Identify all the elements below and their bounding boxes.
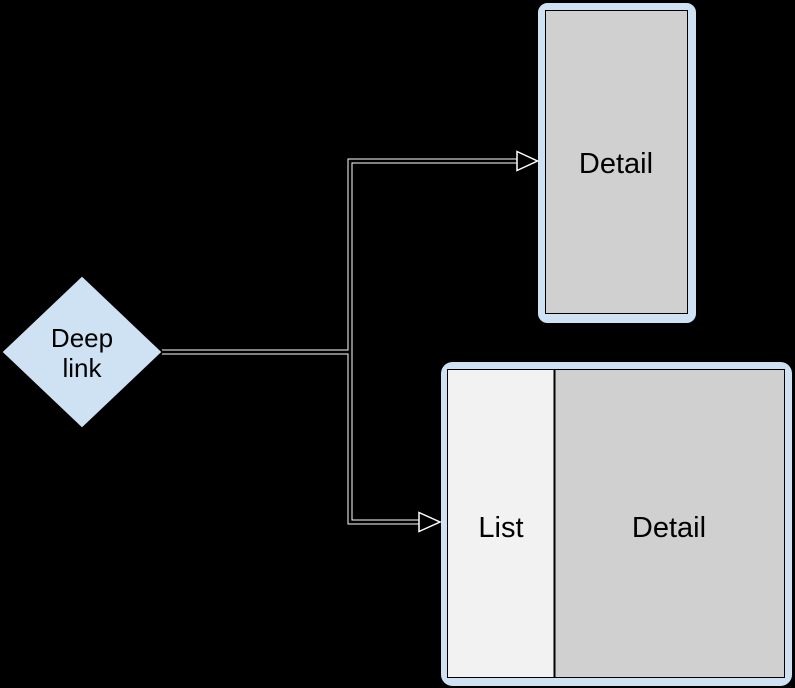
deep-link-label-line1: Deep — [51, 323, 113, 353]
arrowhead-to-detail-icon — [516, 150, 540, 172]
detail-panel-label: Detail — [632, 512, 706, 544]
connectors — [162, 150, 540, 533]
deep-link-node — [1, 275, 163, 429]
list-detail-screen-outline — [447, 369, 785, 678]
deep-link-label-line2: link — [62, 353, 102, 383]
detail-screen-surface — [545, 10, 688, 314]
connector-cores — [162, 159, 518, 524]
detail-panel — [554, 369, 785, 678]
connector-to-detail-core — [348, 159, 518, 352]
list-panel-label: List — [478, 512, 523, 544]
arrowhead-to-list-detail-icon — [418, 511, 442, 533]
list-panel — [447, 369, 555, 678]
list-detail-screen-node — [440, 361, 793, 687]
detail-screen-node — [537, 2, 697, 324]
connector-to-list-detail-core — [348, 352, 420, 524]
detail-screen-label: Detail — [579, 148, 653, 180]
